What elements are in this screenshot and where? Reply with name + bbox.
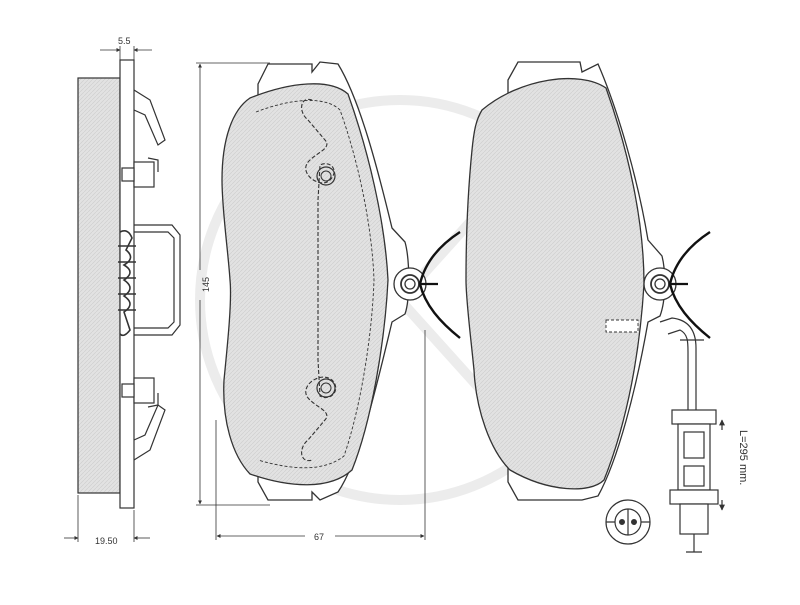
- side-upper-spring-clip: [133, 89, 166, 146]
- dimension-total-thickness: [64, 495, 150, 542]
- dimension-pad-height-label: 145: [201, 277, 211, 292]
- side-anti-rattle-spring: [118, 230, 136, 337]
- side-upper-lug: [133, 161, 155, 188]
- side-backing-plate: [119, 59, 135, 509]
- sensor-connector-end-view: [605, 499, 651, 545]
- right-pad-friction-material: [465, 77, 645, 490]
- dimension-pad-width: [215, 330, 426, 540]
- side-lower-lug: [133, 377, 155, 404]
- dimension-backplate-thickness-label: 5.5: [118, 36, 131, 46]
- left-pad-lower-rivet: [316, 378, 336, 398]
- sensor-cable-length-label: L=295 mm.: [737, 430, 749, 485]
- dimension-backplate-thickness: [100, 46, 152, 62]
- side-retaining-clip: [134, 224, 181, 336]
- front-view-right-pad: [465, 61, 711, 501]
- side-view: [77, 59, 181, 509]
- dimension-total-thickness-label: 19.50: [95, 536, 118, 546]
- wear-sensor-cable: [605, 317, 725, 553]
- right-pad-wear-sensor-stub: [605, 319, 639, 333]
- side-friction-material: [77, 77, 121, 494]
- sensor-connector-body: [671, 409, 717, 425]
- side-lower-spring-clip: [133, 404, 166, 461]
- sensor-cable-bend: [659, 317, 697, 410]
- left-pad-inner-contour: [255, 100, 375, 469]
- left-pad-friction-material: [221, 83, 389, 486]
- dimension-pad-width-label: 67: [314, 532, 324, 542]
- dimension-pad-height: [196, 62, 270, 506]
- left-pad-upper-rivet: [316, 166, 336, 186]
- left-pad-spring-clip-outline: [301, 98, 337, 462]
- front-view-left-pad: [221, 61, 461, 501]
